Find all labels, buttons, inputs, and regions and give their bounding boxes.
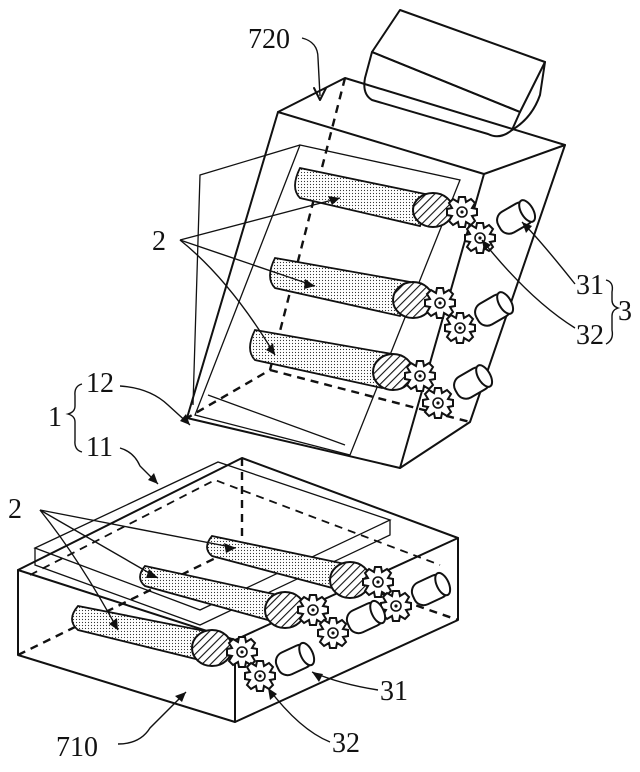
- arrow-icon: [312, 672, 323, 682]
- brace-1: [65, 383, 83, 453]
- label-710: 710: [56, 732, 98, 763]
- arrow-icon: [180, 414, 190, 425]
- label-12: 12: [86, 368, 114, 399]
- label-3: 3: [618, 296, 632, 327]
- backrest-airbag-bottom: [249, 328, 414, 391]
- motor-icon: [470, 288, 518, 331]
- cushion-inner-dashed: [29, 479, 441, 576]
- leader-710: [117, 691, 187, 745]
- reference-labels: 720 2 31 32 3 1 12 11 2 31 32 710: [8, 24, 632, 763]
- arrow-icon: [148, 473, 158, 484]
- leader-32-top: [481, 239, 576, 329]
- seat-cushion-710: [17, 457, 459, 723]
- gear-icon: [464, 222, 496, 254]
- backrest-top-face: [277, 77, 566, 175]
- leader-2-top-b: [179, 239, 316, 287]
- gear-icon: [444, 312, 476, 344]
- gear-icon: [317, 617, 349, 649]
- label-720: 720: [248, 24, 290, 55]
- gear-icon: [422, 387, 454, 419]
- backrest-airbag-top: [294, 166, 454, 228]
- leader-2-bottom-a: [39, 509, 237, 549]
- leader-12: [119, 385, 191, 426]
- leader-11: [119, 447, 159, 485]
- headrest: [363, 9, 546, 138]
- label-31-bottom: 31: [380, 676, 408, 707]
- arrow-icon: [482, 240, 491, 251]
- label-32-top: 32: [576, 320, 604, 351]
- gear-icon: [446, 196, 478, 228]
- leader-720: [301, 37, 321, 97]
- arrow-icon: [146, 569, 158, 578]
- arrow-icon: [268, 688, 277, 700]
- arrow-icon: [313, 87, 327, 101]
- label-2-bottom: 2: [8, 494, 22, 525]
- backrest-720: [186, 9, 566, 469]
- leader-2-top-c: [179, 239, 276, 356]
- label-2-top: 2: [152, 226, 166, 257]
- backrest-airbag-middle: [269, 256, 434, 319]
- leader-2-bottom-c: [39, 509, 119, 631]
- backrest-inner-bottom: [207, 394, 346, 446]
- arrow-icon: [109, 618, 118, 630]
- arrow-icon: [175, 692, 186, 702]
- gear-icon: [244, 660, 276, 692]
- label-11: 11: [86, 432, 113, 463]
- leader-32-bottom: [267, 687, 331, 743]
- leader-31-top: [521, 221, 576, 285]
- arrow-icon: [266, 343, 275, 355]
- leader-2-top-a: [179, 197, 341, 241]
- gear-icon: [226, 636, 258, 668]
- gear-icon: [404, 360, 436, 392]
- leader-lines: [39, 37, 621, 745]
- motor-icon: [407, 569, 455, 610]
- cushion-airbag-front: [71, 605, 233, 667]
- arrow-icon: [328, 196, 340, 205]
- gear-icon: [424, 287, 456, 319]
- cushion-inner-slab-edge: [34, 520, 391, 626]
- cushion-airbag-middle: [139, 565, 306, 629]
- gear-icon: [362, 566, 394, 598]
- arrow-icon: [224, 543, 236, 553]
- label-32-bottom: 32: [332, 728, 360, 759]
- label-31-top: 31: [576, 270, 604, 301]
- backrest-inner-edge: [192, 144, 301, 406]
- backrest-inner-panel: [194, 144, 461, 456]
- arrow-icon: [304, 279, 315, 289]
- brace-3: [605, 279, 621, 345]
- arrow-icon: [522, 222, 532, 233]
- backrest-side-face: [399, 144, 566, 469]
- cushion-airbag-rear: [206, 535, 371, 599]
- label-1: 1: [48, 402, 62, 433]
- leader-2-bottom-b: [39, 509, 159, 579]
- motor-icon: [271, 639, 319, 680]
